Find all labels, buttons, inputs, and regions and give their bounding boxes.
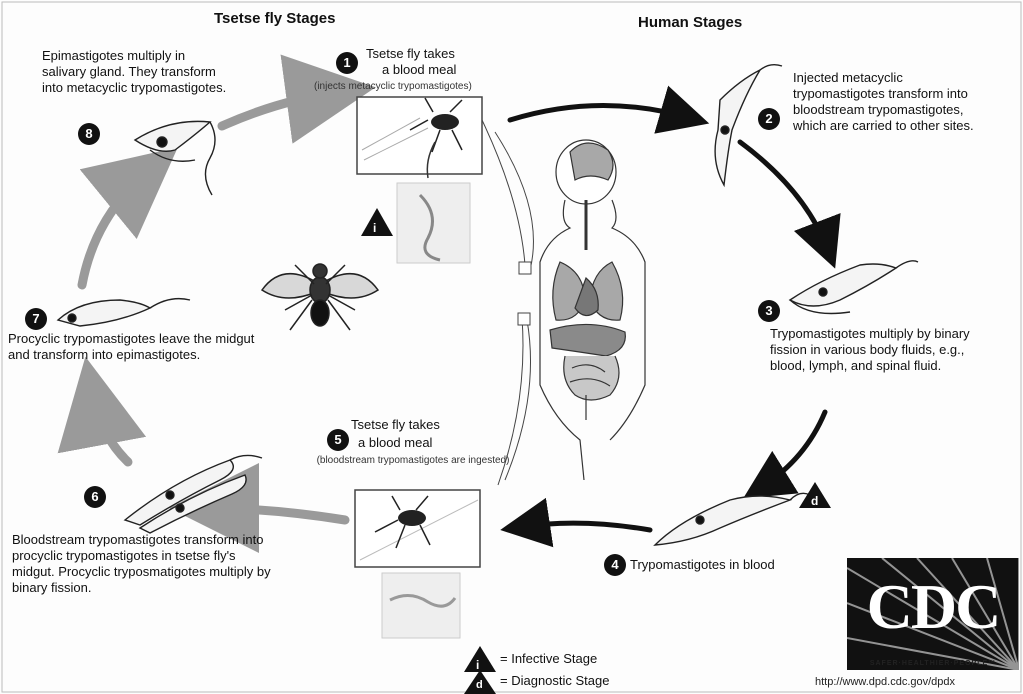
stage-3-text: Trypomastigotes multiply by binary fissi… xyxy=(770,326,970,374)
human-body-illustration xyxy=(540,140,645,480)
cdc-logo: CDC xyxy=(847,558,1019,670)
stage-4-text: Trypomastigotes in blood xyxy=(630,557,775,573)
infective-marker-letter: i xyxy=(373,220,376,236)
cdc-tagline: SAFER·HEALTHIER·PEOPLE™ xyxy=(847,660,1019,667)
fly-feeding-image-1 xyxy=(357,97,482,178)
cdc-logo-word: CDC xyxy=(847,572,1019,642)
stage-5-title-line2: a blood meal xyxy=(358,435,432,451)
legend-diagnostic-label: = Diagnostic Stage xyxy=(500,673,609,688)
arrow-8-to-1 xyxy=(222,92,340,126)
stage-1-note: (injects metacyclic trypomastigotes) xyxy=(314,81,472,93)
parasite-stage-3 xyxy=(790,261,918,314)
legend-infective-triangle xyxy=(464,646,496,672)
parasite-micrograph-5 xyxy=(382,573,460,638)
legend-diagnostic-letter: d xyxy=(476,679,483,692)
stage-7-text: Procyclic trypomastigotes leave the midg… xyxy=(8,331,263,363)
arrow-5-to-6 xyxy=(205,508,345,520)
arrow-7-to-8 xyxy=(82,170,150,285)
source-url[interactable]: http://www.dpd.cdc.gov/dpdx xyxy=(815,676,955,688)
infective-stage-marker xyxy=(361,208,393,236)
stage-4-number: 4 xyxy=(604,554,626,576)
arrow-1-to-2 xyxy=(510,105,690,120)
stage-1-title-line1: Tsetse fly takes xyxy=(366,46,455,62)
diagnostic-marker-letter: d xyxy=(811,493,818,509)
parasite-drawings xyxy=(58,65,918,545)
stage-1-number: 1 xyxy=(336,52,358,74)
parasite-stage-8 xyxy=(135,121,215,195)
stage-3-number: 3 xyxy=(758,300,780,322)
stage-7-number: 7 xyxy=(25,308,47,330)
arrow-4-to-5 xyxy=(520,523,650,530)
legend-infective-label: = Infective Stage xyxy=(500,651,597,666)
stage-2-number: 2 xyxy=(758,108,780,130)
legend-infective-letter: i xyxy=(476,657,479,673)
stage-2-text: Injected metacyclic trypomastigotes tran… xyxy=(793,70,998,134)
stage-1-title-line2: a blood meal xyxy=(382,62,456,78)
arrow-2-to-3 xyxy=(740,142,828,250)
human-stages-header: Human Stages xyxy=(638,14,742,31)
stage-5-note: (bloodstream trypomastigotes are ingeste… xyxy=(313,455,513,467)
parasite-stage-4 xyxy=(655,493,810,545)
parasite-micrograph-1 xyxy=(397,183,470,263)
stage-6-number: 6 xyxy=(84,486,106,508)
connector-lines xyxy=(482,120,533,485)
stage-5-title-line1: Tsetse fly takes xyxy=(351,417,440,433)
stage-8-number: 8 xyxy=(78,123,100,145)
parasite-stage-7 xyxy=(58,299,190,326)
fly-feeding-image-5 xyxy=(355,490,480,567)
parasite-stage-6 xyxy=(125,455,262,533)
stage-6-text: Bloodstream trypomastigotes transform in… xyxy=(12,532,277,596)
tsetse-fly-illustration xyxy=(262,264,378,330)
stage-5-number: 5 xyxy=(327,429,349,451)
tsetse-stages-header: Tsetse fly Stages xyxy=(214,10,335,27)
arrow-3-to-4 xyxy=(760,412,825,488)
stage-8-text: Epimastigotes multiply in salivary gland… xyxy=(42,48,232,96)
arrow-6-to-7 xyxy=(92,392,128,462)
